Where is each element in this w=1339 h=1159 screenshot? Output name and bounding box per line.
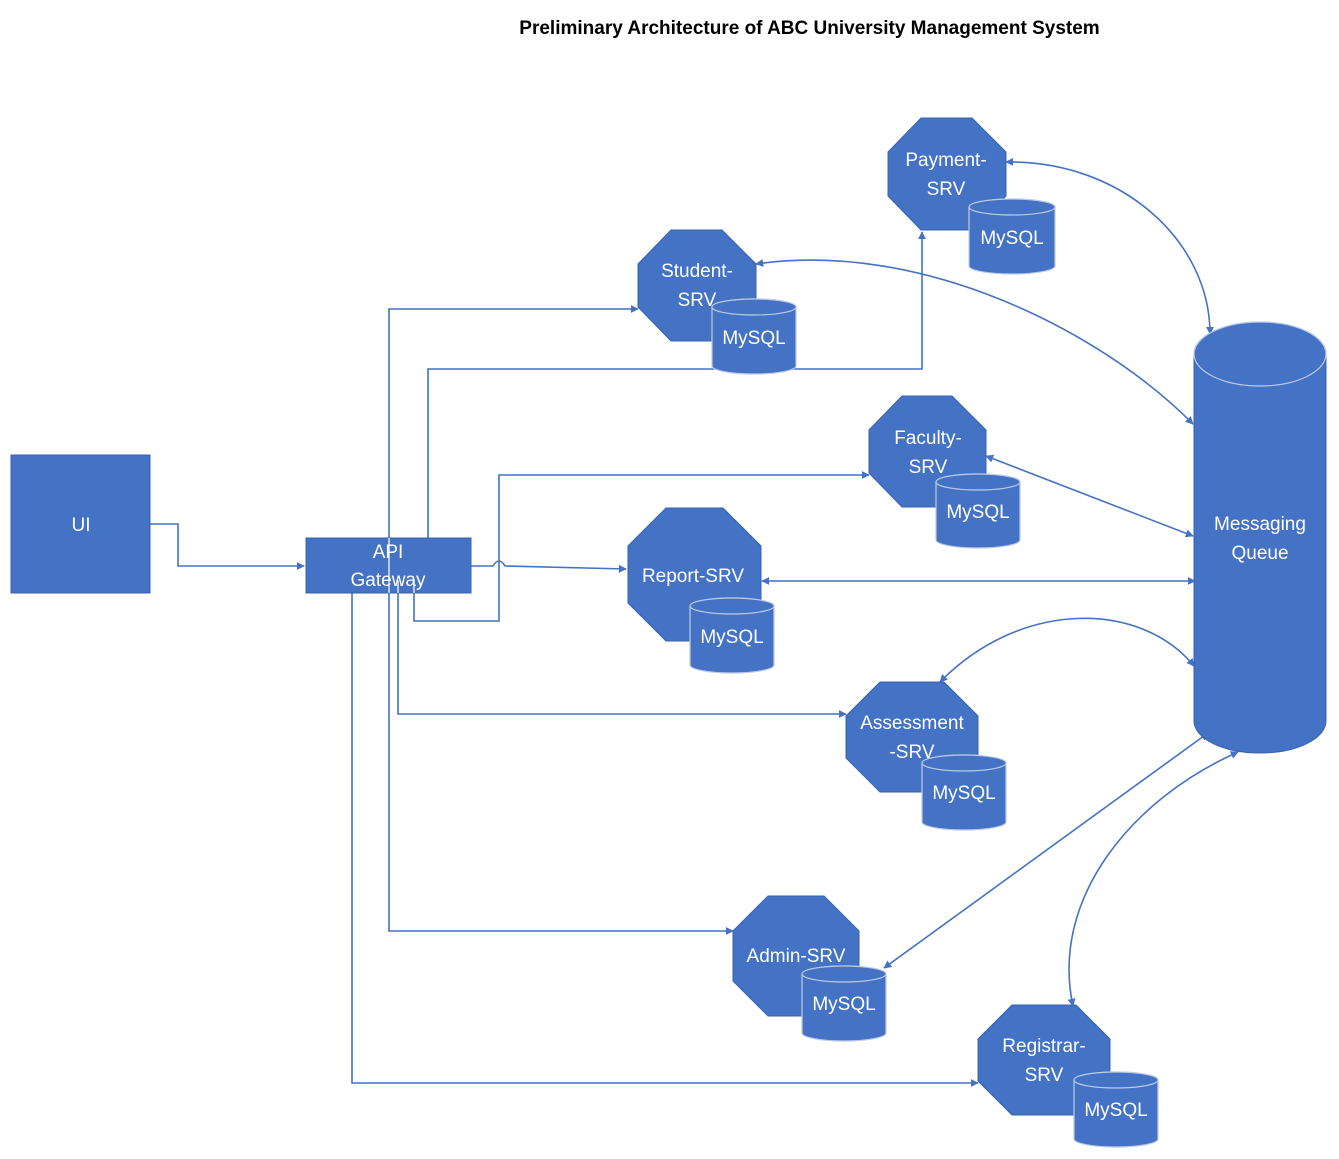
messaging-queue-label-line2: Queue	[1231, 543, 1288, 564]
ui-label: UI	[72, 515, 91, 536]
edge-student-queue	[755, 259, 1194, 425]
student-srv-label-line2: SRV	[678, 290, 717, 311]
student-srv-label-line1: Student-	[661, 261, 733, 282]
messaging-queue-label-line1: Messaging	[1214, 514, 1306, 535]
report-db-label: MySQL	[700, 627, 763, 648]
faculty-srv-label-line1: Faculty-	[894, 428, 962, 449]
gateway-overlay-lines	[388, 538, 415, 593]
edge-faculty-queue	[985, 454, 1194, 538]
registrar-srv-label-line1: Registrar-	[1002, 1036, 1085, 1057]
edge-payment-queue	[1005, 157, 1214, 335]
edge-gateway-to-faculty	[413, 471, 870, 622]
edge-assessment-queue	[939, 617, 1195, 683]
registrar-db-cylinder: MySQL	[1073, 1071, 1159, 1148]
assessment-srv-label-line1: Assessment	[860, 713, 964, 734]
payment-srv-label-line1: Payment-	[905, 150, 986, 171]
faculty-db-cylinder: MySQL	[935, 473, 1021, 549]
registrar-srv-label-line2: SRV	[1025, 1065, 1064, 1086]
student-db-label: MySQL	[722, 328, 785, 349]
payment-srv-label-line2: SRV	[927, 179, 966, 200]
student-db-cylinder: MySQL	[711, 298, 797, 375]
edge-gateway-to-report	[471, 560, 627, 573]
faculty-db-label: MySQL	[946, 502, 1009, 523]
api-gateway-label-line2: Gateway	[351, 570, 426, 591]
registrar-db-label: MySQL	[1084, 1100, 1147, 1121]
payment-db-cylinder: MySQL	[968, 198, 1056, 275]
api-gateway-label-line1: API	[373, 542, 404, 563]
messaging-queue-node: Messaging Queue	[1193, 321, 1327, 754]
assessment-db-cylinder: MySQL	[921, 754, 1007, 831]
assessment-srv-label-line2: -SRV	[889, 742, 934, 763]
faculty-srv-label-line2: SRV	[909, 457, 948, 478]
edge-registrar-queue	[1067, 751, 1239, 1007]
admin-db-label: MySQL	[812, 994, 875, 1015]
edge-gateway-to-student	[388, 305, 639, 538]
edge-gateway-to-assessment	[397, 593, 847, 718]
report-db-cylinder: MySQL	[689, 597, 775, 674]
edge-gateway-to-registrar	[351, 593, 979, 1087]
assessment-db-label: MySQL	[932, 783, 995, 804]
admin-db-cylinder: MySQL	[801, 965, 887, 1042]
report-srv-label: Report-SRV	[642, 566, 744, 587]
edge-ui-to-gateway	[150, 523, 305, 570]
edge-gateway-to-admin	[388, 593, 734, 935]
diagram-title: Preliminary Architecture of ABC Universi…	[519, 18, 1100, 39]
ui-node: UI	[10, 454, 151, 594]
connectors	[150, 157, 1239, 1087]
payment-db-label: MySQL	[980, 228, 1043, 249]
admin-srv-label: Admin-SRV	[747, 946, 846, 967]
